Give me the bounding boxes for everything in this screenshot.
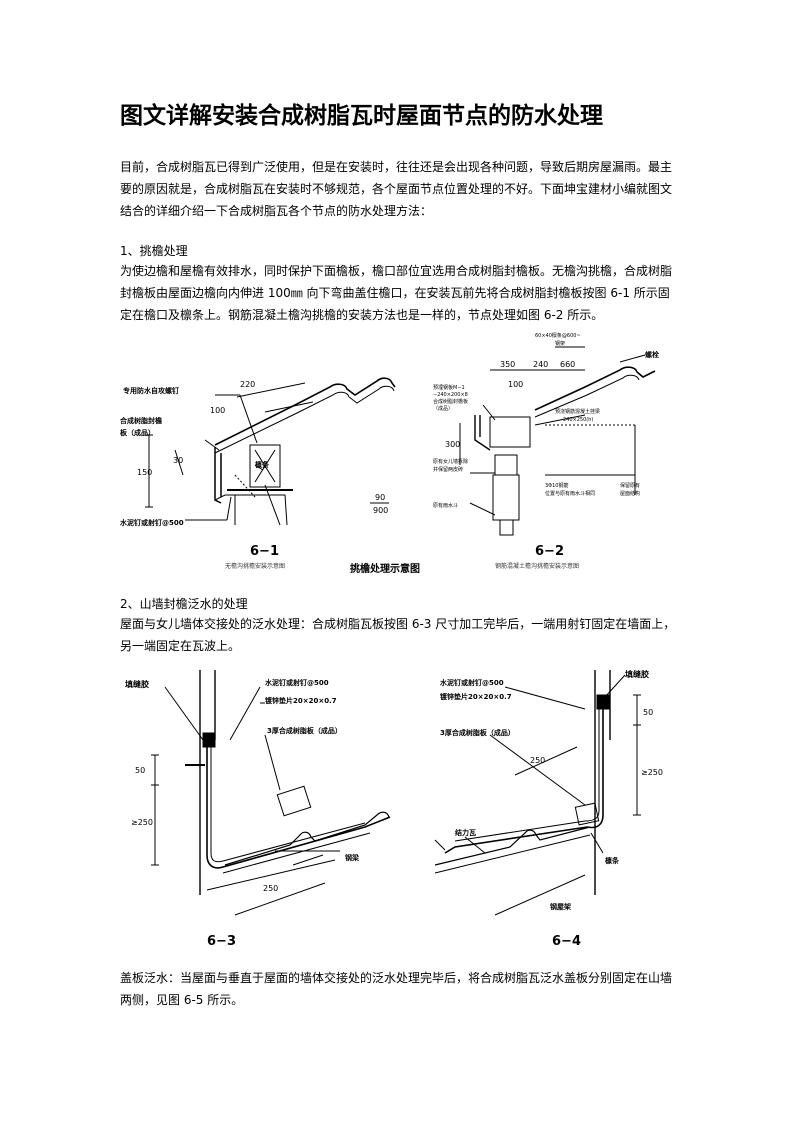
dim-100-b: 100 xyxy=(508,380,523,389)
figure-6-1 xyxy=(145,377,396,526)
label-board-a: 3厚合成树脂板（成品） xyxy=(267,726,342,735)
label-nail: 水泥钉或射钉@500 xyxy=(120,518,184,527)
dim-300: 300 xyxy=(445,440,460,449)
label-keep: 保留原有 xyxy=(620,482,640,489)
label-washer-b: 镀锌垫片20×20×0.7 xyxy=(440,692,512,701)
dim-250v-b: ≥250 xyxy=(641,768,663,777)
dim-50-b: 50 xyxy=(643,708,653,717)
dim-100: 100 xyxy=(210,406,225,415)
label-nail-a: 水泥钉或射钉@500 xyxy=(265,678,329,687)
figure-6-1-labels: 专用防水自攻螺钉 合成树脂封檐 板（成品） 檩条 水泥钉或射钉@500 220 … xyxy=(119,380,388,570)
dim-250v-a: ≥250 xyxy=(131,818,153,827)
label-purlin-b: 檩条 xyxy=(605,856,620,865)
label-beam: 钢梁 xyxy=(345,853,360,862)
label-steel-frame: 钢架 xyxy=(555,340,565,347)
figure-6-2-labels: 60×40檩条@600~ 钢架 350 240 660 100 螺栓 预埋钢板M… xyxy=(350,332,659,575)
figure-caption: 挑檐处理示意图 xyxy=(350,562,420,575)
label-purlin: 檩条 xyxy=(255,460,270,469)
label-fascia-b2: （成品） xyxy=(433,405,453,412)
dim-240: 240 xyxy=(533,360,548,369)
label-concrete-beam: 预浇钢筋混凝土挂梁 xyxy=(555,408,600,415)
label-plate-size: −240×200×8 xyxy=(433,392,468,398)
label-sealant-b: 填缝胶 xyxy=(625,669,649,679)
figure-6-3 xyxy=(151,670,391,916)
dim-90: 90 xyxy=(375,493,385,502)
figure-6-3-labels: 填缝胶 水泥钉或射钉@500 镀锌垫片20×20×0.7 3厚合成树脂板（成品）… xyxy=(125,678,360,949)
figure-6-1-caption: 无檐沟挑檐安装示意图 xyxy=(225,562,285,570)
section2-body: 屋面与女儿墙体交接处的泛水处理：合成树脂瓦板按图 6-3 尺寸加工完毕后，一端用… xyxy=(120,617,676,653)
label-sealant-a: 填缝胶 xyxy=(125,679,149,689)
eave-treatment-figure: 专用防水自攻螺钉 合成树脂封檐 板（成品） 檩条 水泥钉或射钉@500 220 … xyxy=(119,332,659,575)
dim-250-b: 250 xyxy=(530,756,545,765)
label-parapet-2: 并保留两皮砖 xyxy=(433,466,463,473)
flashing-figure: 填缝胶 水泥钉或射钉@500 镀锌垫片20×20×0.7 3厚合成树脂板（成品）… xyxy=(125,669,663,949)
label-fascia-line2: 板（成品） xyxy=(120,428,155,437)
dim-660: 660 xyxy=(560,360,575,369)
label-purlin-spacing: 60×40檩条@600~ xyxy=(535,332,581,339)
label-washer-a: 镀锌垫片20×20×0.7 xyxy=(265,696,337,705)
label-drain-position: 位置与原有雨水斗相同 xyxy=(545,490,595,497)
figure-6-2-number: 6−2 xyxy=(535,544,564,559)
label-rebar: 3Φ10钢筋 xyxy=(545,482,568,489)
label-roof-frame: 钢屋架 xyxy=(550,902,571,911)
figure-6-4-labels: 水泥钉或射钉@500 镀锌垫片20×20×0.7 填缝胶 3厚合成树脂板（成品）… xyxy=(440,669,663,949)
label-nail-b: 水泥钉或射钉@500 xyxy=(440,678,504,687)
figure-6-2 xyxy=(459,346,656,536)
dim-350: 350 xyxy=(500,360,515,369)
label-screw: 专用防水自攻螺钉 xyxy=(123,386,179,395)
figure-6-1-number: 6−1 xyxy=(250,544,279,559)
dim-150: 150 xyxy=(137,468,152,477)
section3-body: 盖板泛水：当屋面与垂直于屋面的墙体交接处的泛水处理完毕后，将合成树脂瓦泛水盖板分… xyxy=(120,971,673,1007)
label-parapet-1: 原有女儿墙拆除 xyxy=(433,458,468,465)
dim-30: 30 xyxy=(173,456,183,465)
figure-6-2-caption: 钢筋混凝土檐沟挑檐安装示意图 xyxy=(495,562,579,570)
figure-6-4 xyxy=(434,670,641,916)
label-drain: 原有雨水斗 xyxy=(433,502,458,509)
dim-250-a: 250 xyxy=(263,884,278,893)
label-fascia-line1: 合成树脂封檐 xyxy=(119,416,162,425)
page-title: 图文详解安装合成树脂瓦时屋面节点的防水处理 xyxy=(120,102,603,129)
dim-900: 900 xyxy=(373,506,388,515)
label-tile: 结力瓦 xyxy=(454,828,476,837)
dim-50-a: 50 xyxy=(135,766,145,775)
figure-6-3-number: 6−3 xyxy=(207,934,236,949)
section1-body: 为使边檐和屋檐有效排水，同时保护下面檐板，檐口部位宜选用合成树脂封檐板。无檐沟挑… xyxy=(120,264,673,322)
label-embedded-plate: 预埋钢板M−1 xyxy=(433,384,465,391)
intro-paragraph: 目前，合成树脂瓦已得到广泛使用，但是在安装时，往往还是会出现各种问题，导致后期房… xyxy=(120,160,673,218)
label-fascia-b: 合成树脂封檐板 xyxy=(433,398,468,405)
label-board-b: 3厚合成树脂板（成品） xyxy=(440,728,515,737)
label-bolt: 螺栓 xyxy=(645,350,659,359)
label-beam-size: 240×250(h) xyxy=(563,417,593,423)
section2-heading: 2、山墙封檐泛水的处理 xyxy=(120,597,248,611)
dim-220: 220 xyxy=(240,380,255,389)
figure-6-4-number: 6−4 xyxy=(552,934,581,949)
label-roof-structure: 屋面结构 xyxy=(620,490,640,497)
section1-heading: 1、挑檐处理 xyxy=(120,244,188,258)
